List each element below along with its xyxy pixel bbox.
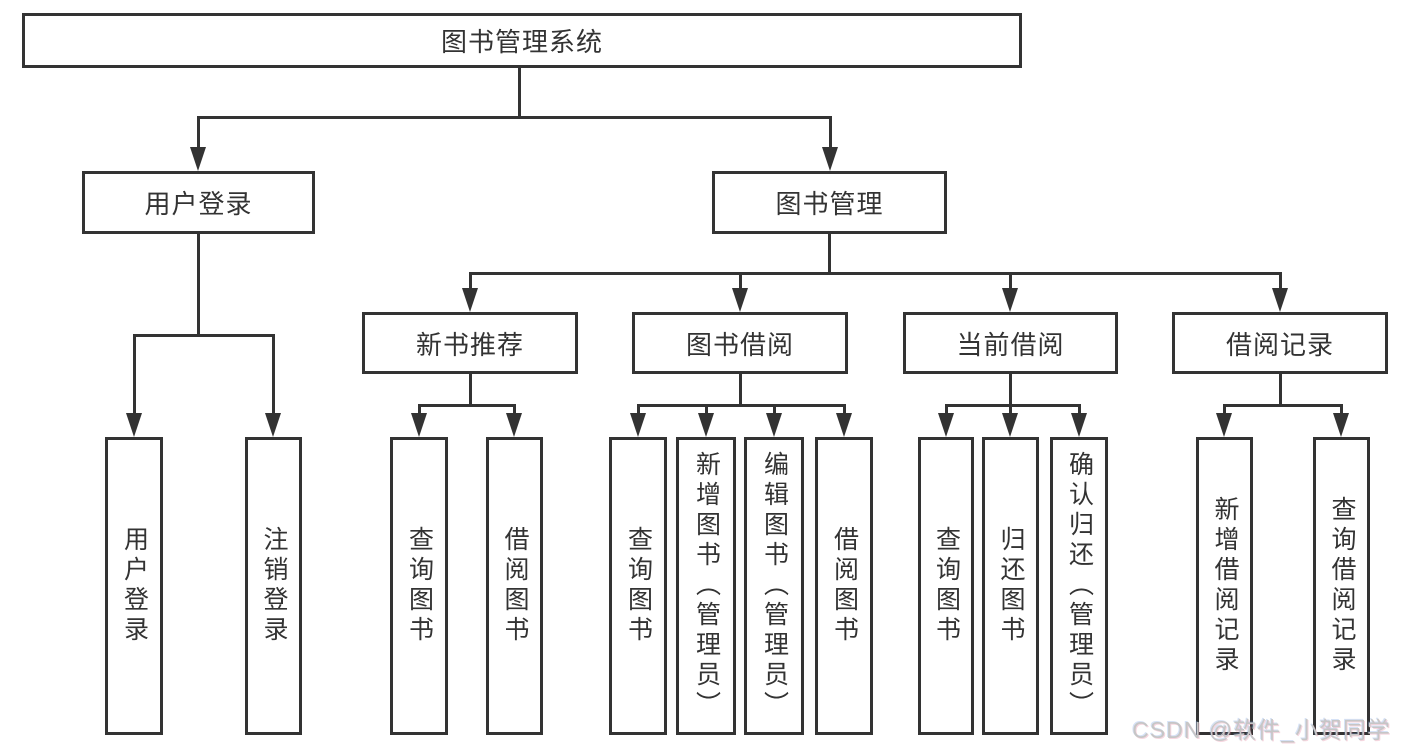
node-leaf-br-query: 查询借阅记录 — [1313, 437, 1370, 735]
node-leaf-cb-query: 查询图书 — [918, 437, 974, 735]
arrow-stem — [132, 335, 136, 415]
node-leaf-cb-confirm: 确认归还（管理员） — [1050, 437, 1108, 735]
node-leaf-bb-edit: 编辑图书（管理员） — [744, 437, 804, 735]
arrow-stem — [636, 405, 640, 415]
arrow-head-icon — [1002, 413, 1018, 437]
arrow-stem — [417, 405, 421, 415]
arrow-head-icon — [836, 413, 852, 437]
node-leaf-cb-return: 归还图书 — [982, 437, 1039, 735]
connector-line — [196, 234, 200, 336]
node-leaf-bb-borrow: 借阅图书 — [815, 437, 873, 735]
arrow-stem — [944, 405, 948, 415]
node-book-borrow: 图书借阅 — [632, 312, 848, 374]
arrow-head-icon — [630, 413, 646, 437]
arrow-stem — [1008, 273, 1012, 290]
arrow-head-icon — [506, 413, 522, 437]
connector-line — [468, 374, 472, 406]
arrow-head-icon — [822, 147, 838, 171]
arrow-stem — [196, 117, 200, 149]
connector-line — [1278, 374, 1282, 406]
arrow-head-icon — [698, 413, 714, 437]
arrow-head-icon — [766, 413, 782, 437]
arrow-head-icon — [938, 413, 954, 437]
connector-line — [1008, 374, 1012, 406]
watermark: CSDN @软件_小贺同学 — [1132, 717, 1391, 743]
arrow-head-icon — [411, 413, 427, 437]
connector-line — [738, 374, 742, 406]
arrow-head-icon — [732, 288, 748, 312]
arrow-stem — [704, 405, 708, 415]
connector-line — [944, 403, 1081, 407]
node-leaf-bb-query: 查询图书 — [609, 437, 667, 735]
arrow-head-icon — [1333, 413, 1349, 437]
connector-line — [417, 403, 516, 407]
connector-line — [468, 271, 1282, 275]
arrow-stem — [271, 335, 275, 415]
node-leaf-nb-borrow: 借阅图书 — [486, 437, 543, 735]
arrow-stem — [772, 405, 776, 415]
arrow-stem — [1278, 273, 1282, 290]
node-user-login: 用户登录 — [82, 171, 315, 234]
arrow-head-icon — [265, 413, 281, 437]
node-leaf-user-login: 用户登录 — [105, 437, 163, 735]
node-leaf-logout: 注销登录 — [245, 437, 302, 735]
node-leaf-nb-query: 查询图书 — [390, 437, 448, 735]
arrow-head-icon — [1071, 413, 1087, 437]
arrow-stem — [468, 273, 472, 290]
arrow-head-icon — [126, 413, 142, 437]
arrow-stem — [1339, 405, 1343, 415]
node-leaf-bb-add: 新增图书（管理员） — [676, 437, 736, 735]
node-borrow-records: 借阅记录 — [1172, 312, 1388, 374]
arrow-stem — [1222, 405, 1226, 415]
connector-line — [196, 115, 832, 119]
node-current-borrow: 当前借阅 — [903, 312, 1118, 374]
arrow-stem — [828, 117, 832, 149]
arrow-head-icon — [1002, 288, 1018, 312]
connector-line — [1222, 403, 1343, 407]
arrow-stem — [842, 405, 846, 415]
arrow-head-icon — [1216, 413, 1232, 437]
arrow-stem — [512, 405, 516, 415]
node-book-mgmt: 图书管理 — [712, 171, 947, 234]
arrow-stem — [1008, 405, 1012, 415]
arrow-head-icon — [462, 288, 478, 312]
arrow-head-icon — [190, 147, 206, 171]
node-new-book-rec: 新书推荐 — [362, 312, 578, 374]
connector-line — [636, 403, 846, 407]
connector-line — [827, 234, 831, 274]
arrow-stem — [738, 273, 742, 290]
connector-line — [517, 68, 521, 118]
node-leaf-br-add: 新增借阅记录 — [1196, 437, 1253, 735]
arrow-head-icon — [1272, 288, 1288, 312]
node-root: 图书管理系统 — [22, 13, 1022, 68]
arrow-stem — [1077, 405, 1081, 415]
connector-line — [132, 333, 275, 337]
